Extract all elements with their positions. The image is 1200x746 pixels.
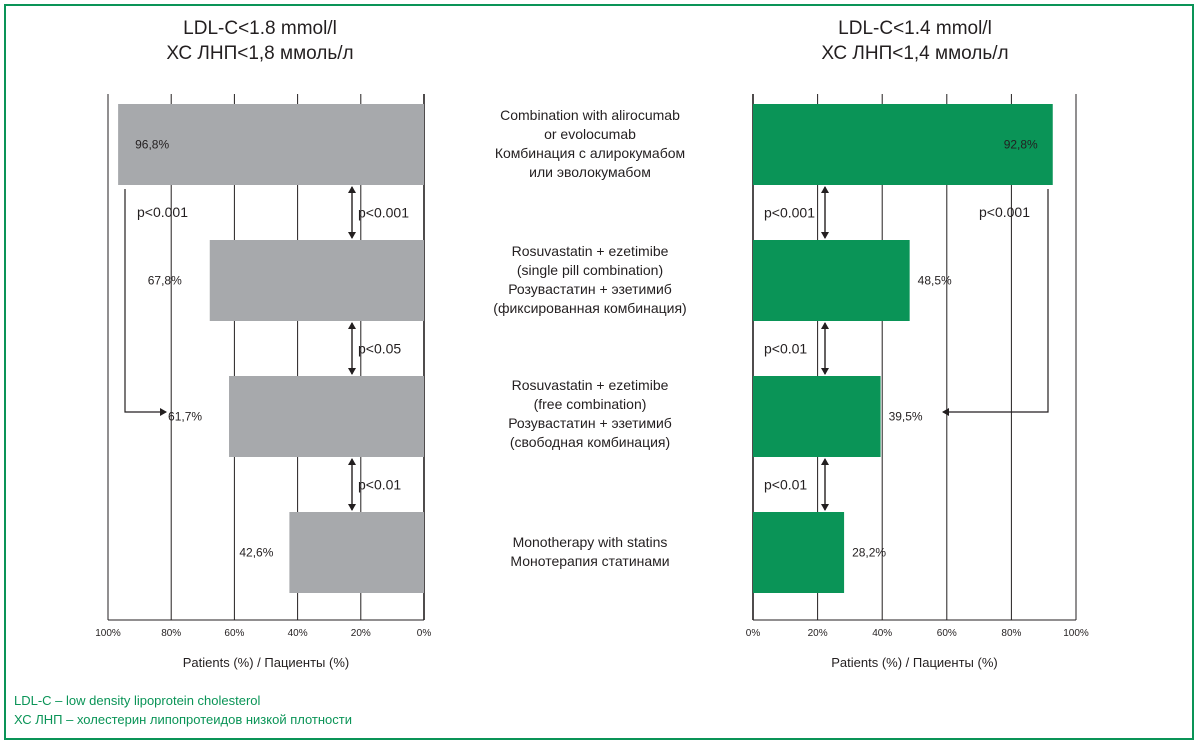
footnote-ru: ХС ЛНП – холестерин липопротеидов низкой… — [14, 712, 352, 727]
right-data-label: 48,5% — [918, 274, 952, 288]
category-label-alirocumab: Combination with alirocumab or evolocuma… — [440, 106, 740, 182]
right-bar — [753, 376, 881, 457]
category-line: (free combination) — [533, 396, 647, 412]
right-tick-label: 60% — [937, 628, 957, 639]
right-tick-label: 100% — [1063, 628, 1089, 639]
right-bar — [753, 240, 910, 321]
category-label-single-pill: Rosuvastatin + ezetimibe (single pill co… — [440, 242, 740, 318]
category-label-free-combination: Rosuvastatin + ezetimibe (free combinati… — [440, 376, 740, 452]
right-p-value-label: p<0.001 — [979, 204, 1030, 220]
category-line: Розувастатин + эзетимиб — [508, 281, 672, 297]
figure-frame — [4, 4, 1194, 740]
right-p-value-label: p<0.001 — [764, 205, 815, 221]
left-tick-label: 80% — [161, 628, 181, 639]
left-tick-label: 0% — [417, 628, 432, 639]
category-line: Комбинация с алирокумабом — [494, 145, 686, 161]
left-p-value-label: p<0.001 — [358, 205, 409, 221]
category-line: (фиксированная комбинация) — [493, 300, 687, 316]
right-p-value-label: p<0.01 — [764, 477, 807, 493]
right-x-axis-label: Patients (%) / Пациенты (%) — [831, 655, 998, 670]
category-line: Monotherapy with statins — [512, 534, 668, 550]
category-line: Rosuvastatin + ezetimibe — [511, 377, 669, 393]
left-title-en: LDL-C<1.8 mmol/l — [183, 18, 337, 39]
right-title-en: LDL-C<1.4 mmol/l — [838, 18, 992, 39]
right-bracket-arrow — [942, 189, 1049, 416]
left-bracket-arrow — [124, 189, 167, 416]
right-data-label: 92,8% — [1004, 138, 1038, 152]
left-data-label: 67,8% — [148, 274, 182, 288]
left-bar — [209, 240, 424, 321]
left-tick-label: 60% — [224, 628, 244, 639]
right-tick-label: 80% — [1001, 628, 1021, 639]
right-data-label: 39,5% — [889, 410, 923, 424]
category-line: Combination with alirocumab — [500, 107, 680, 123]
right-data-label: 28,2% — [852, 546, 886, 560]
right-chart-title: LDL-C<1.4 mmol/l ХС ЛНП<1,4 ммоль/л — [745, 16, 1085, 66]
left-data-label: 42,6% — [239, 546, 273, 560]
left-data-label: 96,8% — [135, 138, 169, 152]
category-line: Rosuvastatin + ezetimibe — [511, 243, 669, 259]
left-data-label: 61,7% — [168, 410, 202, 424]
right-p-value-label: p<0.01 — [764, 341, 807, 357]
category-line: Монотерапия статинами — [510, 553, 670, 569]
right-tick-label: 0% — [746, 628, 761, 639]
category-line: или эволокумабом — [529, 164, 651, 180]
right-title-ru: ХС ЛНП<1,4 ммоль/л — [821, 43, 1009, 64]
left-tick-label: 20% — [351, 628, 371, 639]
left-title-ru: ХС ЛНП<1,8 ммоль/л — [166, 43, 354, 64]
left-tick-label: 100% — [95, 628, 121, 639]
left-bar — [118, 104, 424, 185]
left-p-value-label: p<0.01 — [358, 477, 401, 493]
right-tick-label: 20% — [808, 628, 828, 639]
category-label-monotherapy: Monotherapy with statins Монотерапия ста… — [440, 533, 740, 571]
category-line: Розувастатин + эзетимиб — [508, 415, 672, 431]
right-tick-label: 40% — [872, 628, 892, 639]
left-bar — [229, 376, 424, 457]
left-p-value-label: p<0.001 — [137, 204, 188, 220]
left-x-axis-label: Patients (%) / Пациенты (%) — [182, 655, 350, 670]
left-p-value-label: p<0.05 — [358, 341, 401, 357]
footnote-en: LDL-C – low density lipoprotein choleste… — [14, 693, 261, 708]
right-bar — [753, 512, 845, 593]
category-line: (single pill combination) — [516, 262, 664, 278]
left-chart-title: LDL-C<1.8 mmol/l ХС ЛНП<1,8 ммоль/л — [90, 16, 430, 66]
right-bar — [753, 104, 1053, 185]
left-bar — [289, 512, 424, 593]
category-line: or evolocumab — [544, 126, 636, 142]
left-tick-label: 40% — [288, 628, 308, 639]
category-line: (свободная комбинация) — [509, 434, 671, 450]
